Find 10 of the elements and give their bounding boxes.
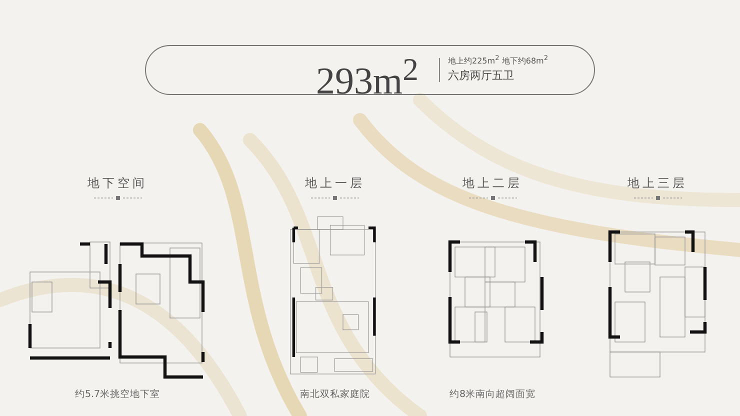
floor-heading: 地上三层	[626, 175, 688, 192]
floor-heading: 地下空间	[86, 175, 148, 192]
area-title: 293m$^{2}$	[316, 51, 418, 104]
plan-caption: 约5.7米挑空地下室	[74, 388, 162, 401]
layout-text: 六房两厅五卫	[448, 69, 514, 83]
plan-caption: 约8米南向超阔面宽	[448, 388, 537, 401]
floor-heading: 地上一层	[304, 175, 366, 192]
floor-heading: 地上二层	[462, 175, 524, 192]
plan-caption: 南北双私家庭院	[299, 388, 371, 401]
area-breakdown-text: 地上约225m$^{2}$ 地下约68m$^{2}$	[448, 53, 548, 67]
